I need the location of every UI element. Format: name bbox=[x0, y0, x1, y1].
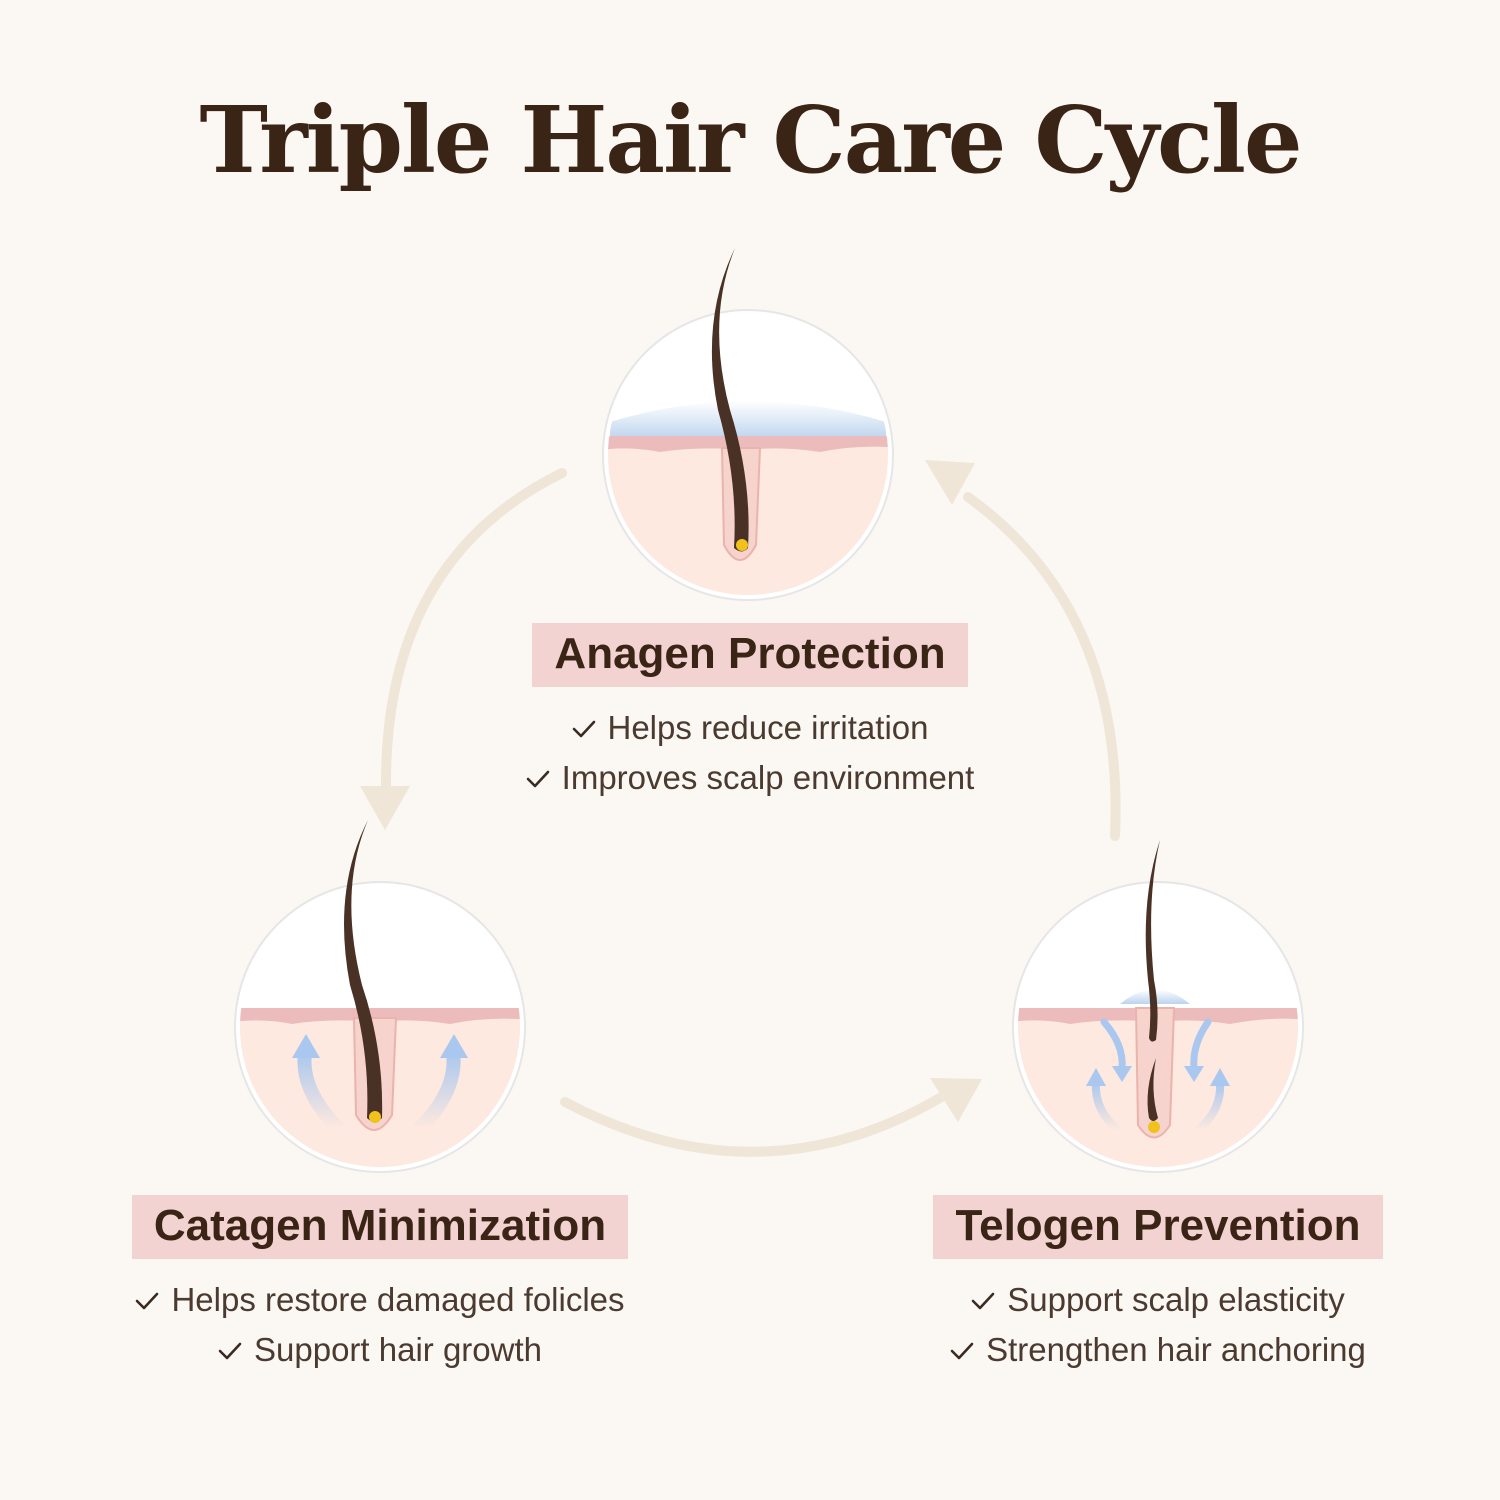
benefit-item: Helps restore damaged folicles bbox=[135, 1275, 625, 1325]
stage-telogen: Telogen Prevention Support scalp elastic… bbox=[858, 1195, 1458, 1375]
stage-title: Catagen Minimization bbox=[131, 1195, 629, 1259]
benefit-list: Helps restore damaged folicles Support h… bbox=[135, 1275, 625, 1375]
benefit-text: Strengthen hair anchoring bbox=[986, 1331, 1366, 1368]
benefit-item: Support hair growth bbox=[135, 1325, 624, 1375]
benefit-list: Support scalp elasticity Strengthen hair… bbox=[950, 1275, 1366, 1375]
check-icon bbox=[971, 1292, 995, 1310]
benefit-list: Helps reduce irritation Improves scalp e… bbox=[526, 703, 975, 803]
check-icon bbox=[572, 720, 595, 738]
stage-anagen: Anagen Protection Helps reduce irritatio… bbox=[450, 623, 1050, 803]
cycle-arrow-right-to-top bbox=[925, 460, 1121, 841]
hair-follicle-anchoring-icon bbox=[1012, 840, 1304, 1173]
benefit-text: Support hair growth bbox=[254, 1331, 542, 1368]
benefit-item: Improves scalp environment bbox=[526, 753, 975, 803]
check-icon bbox=[950, 1342, 974, 1360]
cycle-arrow-top-to-left bbox=[360, 468, 567, 830]
check-icon bbox=[526, 770, 549, 788]
benefit-text: Improves scalp environment bbox=[561, 759, 975, 796]
hair-follicle-upward-flow-icon bbox=[234, 820, 526, 1173]
check-icon bbox=[136, 1292, 159, 1310]
page-title: Triple Hair Care Cycle bbox=[199, 86, 1302, 194]
cycle-arrow-left-to-right bbox=[560, 1078, 982, 1157]
check-icon bbox=[218, 1342, 242, 1360]
stage-title: Telogen Prevention bbox=[933, 1195, 1383, 1259]
stage-title: Anagen Protection bbox=[532, 623, 968, 687]
stage-catagen: Catagen Minimization Helps restore damag… bbox=[80, 1195, 680, 1375]
benefit-text: Support scalp elasticity bbox=[1007, 1281, 1345, 1318]
benefit-text: Helps restore damaged folicles bbox=[171, 1281, 625, 1318]
benefit-item: Strengthen hair anchoring bbox=[950, 1325, 1366, 1375]
benefit-item: Support scalp elasticity bbox=[950, 1275, 1366, 1325]
benefit-item: Helps reduce irritation bbox=[526, 703, 975, 753]
benefit-text: Helps reduce irritation bbox=[607, 709, 929, 746]
hair-follicle-protected-icon bbox=[602, 248, 894, 601]
